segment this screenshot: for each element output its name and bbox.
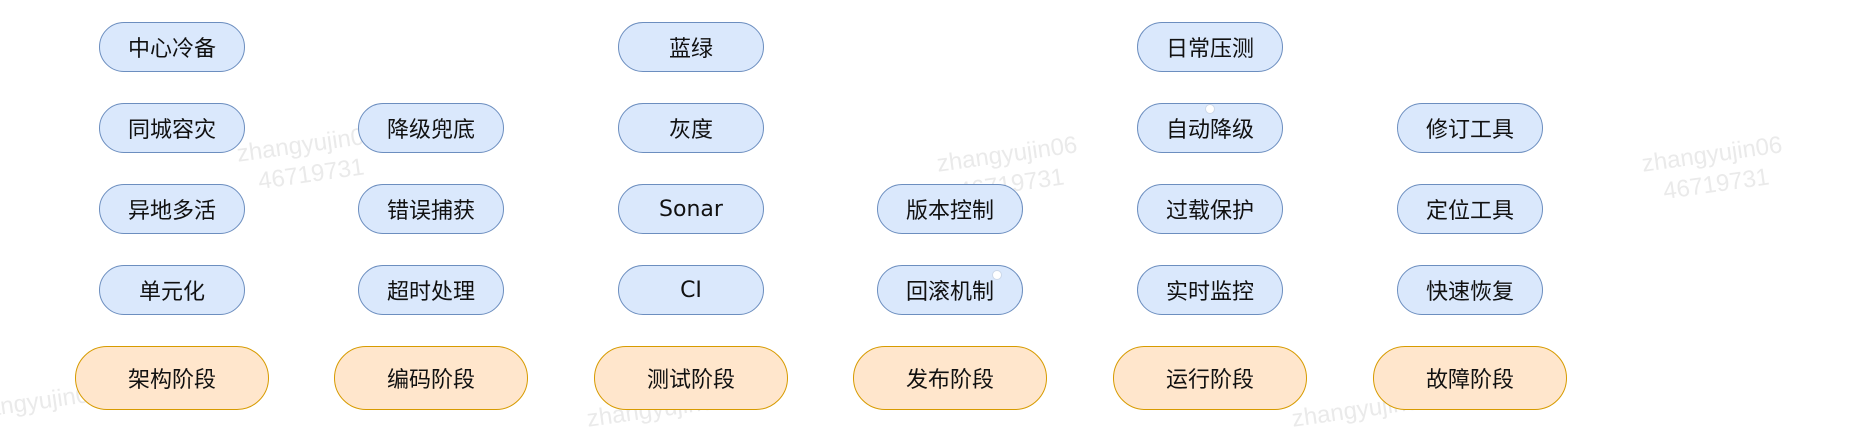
stage-box[interactable]: 测试阶段 (594, 346, 788, 410)
stage-box[interactable]: 编码阶段 (334, 346, 528, 410)
item-box[interactable]: 中心冷备 (99, 22, 245, 72)
item-box[interactable]: 版本控制 (877, 184, 1023, 234)
item-box[interactable]: 灰度 (618, 103, 764, 153)
stage-box[interactable]: 故障阶段 (1373, 346, 1567, 410)
watermark: zhangyujin06 46719731 (1640, 131, 1784, 206)
item-box[interactable]: 定位工具 (1397, 184, 1543, 234)
stage-box[interactable]: 发布阶段 (853, 346, 1047, 410)
item-box[interactable]: 蓝绿 (618, 22, 764, 72)
item-box[interactable]: 同城容灾 (99, 103, 245, 153)
item-box[interactable]: 错误捕获 (358, 184, 504, 234)
connection-point (1205, 104, 1215, 114)
item-box[interactable]: 快速恢复 (1397, 265, 1543, 315)
stage-box[interactable]: 运行阶段 (1113, 346, 1307, 410)
item-box[interactable]: 异地多活 (99, 184, 245, 234)
item-box[interactable]: 日常压测 (1137, 22, 1283, 72)
item-box[interactable]: 过载保护 (1137, 184, 1283, 234)
item-box[interactable]: 单元化 (99, 265, 245, 315)
item-box[interactable]: CI (618, 265, 764, 315)
stage-box[interactable]: 架构阶段 (75, 346, 269, 410)
item-box[interactable]: Sonar (618, 184, 764, 234)
diagram-canvas: zhangyujin06 46719731 zhangyujin06 46719… (0, 22, 1784, 433)
item-box[interactable]: 超时处理 (358, 265, 504, 315)
item-box[interactable]: 降级兜底 (358, 103, 504, 153)
item-box[interactable]: 实时监控 (1137, 265, 1283, 315)
connection-point (992, 270, 1002, 280)
item-box[interactable]: 修订工具 (1397, 103, 1543, 153)
